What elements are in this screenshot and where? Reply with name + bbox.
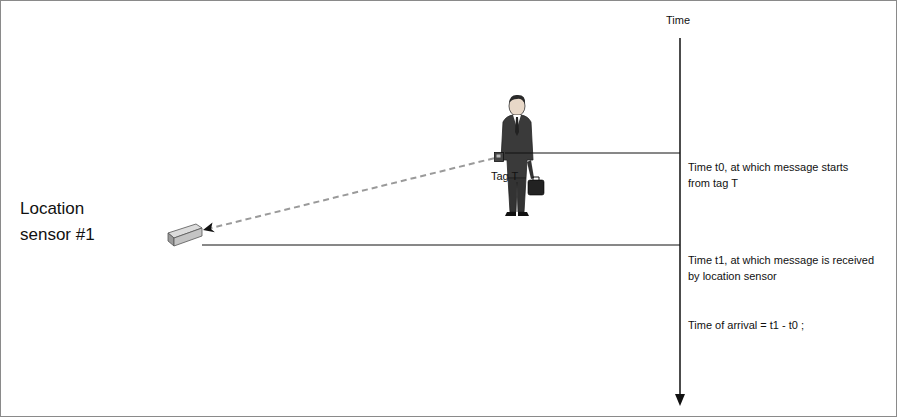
signal-arrow [203,158,494,232]
t0-line [505,153,680,154]
time-axis [679,38,681,396]
tag: Tag T [494,152,504,162]
time-note: Time t0, at which message starts from ta… [688,159,860,191]
sensor-symbol [168,224,202,246]
location-sensor: Location sensor #1 [163,223,203,247]
time-arrowhead [675,394,685,406]
formula-note: Time of arrival = t1 - t0 ; [688,317,888,333]
axis-title: Time [666,12,706,28]
t1-line [202,245,680,246]
sensor-label: Location sensor #1 [20,196,112,248]
person-figure [501,95,544,216]
tag-label: Tag T [491,169,518,183]
time-note: Time t1, at which message is received by… [688,252,878,284]
tag-symbol [495,153,504,162]
